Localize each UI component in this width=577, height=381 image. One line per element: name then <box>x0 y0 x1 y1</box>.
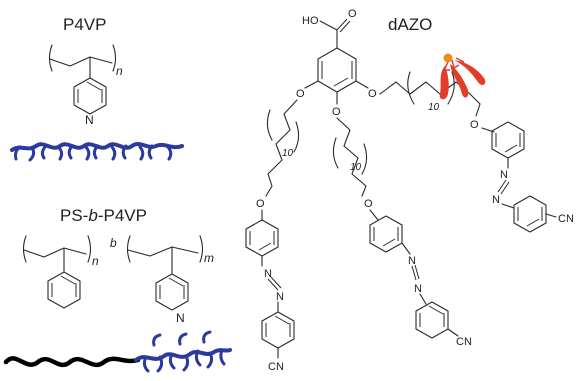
right-azo-n1: N <box>500 169 508 181</box>
carboxyl-o: O <box>348 8 357 20</box>
right-cyano: CN <box>558 213 574 225</box>
middle-phenyl-1 <box>369 215 403 253</box>
middle-alkyl-bracket-r <box>361 143 368 175</box>
right-phenyl-2 <box>513 195 547 233</box>
middle-cn-bond <box>447 328 459 337</box>
right-alkyl-bracket-r <box>447 71 455 105</box>
right-o2-bond <box>475 103 481 117</box>
p4vp-block-chain-pendants <box>142 330 226 373</box>
middle-alkyl-repeat: 10 <box>350 162 362 173</box>
middle-ether-o: O <box>332 106 341 118</box>
left-alkyl-repeat: 10 <box>282 148 294 159</box>
middle-azo-n2: N <box>414 283 422 295</box>
block-b-label: b <box>110 236 117 250</box>
middle-phenyl-2-double-bonds <box>419 305 445 327</box>
p4vp-nitrogen: N <box>85 113 94 127</box>
right-o-bond <box>355 80 369 89</box>
middle-cyano: CN <box>456 336 472 348</box>
left-o2-bond <box>265 185 273 197</box>
left-azo-n1: N <box>264 268 272 280</box>
p4vp-chain-pendants <box>14 144 173 162</box>
left-alkyl-chain <box>267 99 298 187</box>
p4vp-pyridine-ring <box>73 77 107 115</box>
left-phenoxy-o: O <box>256 198 265 210</box>
right-phenyl-1-double-bonds <box>495 133 521 153</box>
p4vp-label: P4VP <box>63 15 106 34</box>
cooh-double-bond <box>336 18 351 33</box>
right-phenyl-1 <box>491 121 525 159</box>
ps-b-p4vp-structure: PS-b-P4VP n b m N <box>3 206 232 373</box>
p4vp-left-bracket <box>48 44 53 72</box>
gallate-core-double-bonds <box>321 61 353 87</box>
cooh-single-bond <box>319 20 338 31</box>
ps-left-bracket <box>22 235 27 263</box>
middle-azo-n1: N <box>408 255 416 267</box>
middle-alkyl-chain <box>336 117 367 197</box>
p4vp-backbone <box>49 56 113 67</box>
left-alkyl-bracket-r <box>293 121 300 153</box>
p4vp-n-subscript: n <box>116 64 123 78</box>
p4vp-block-left-bracket <box>126 235 131 263</box>
dazo-structure: dAZO HO O O O O 10 O N N <box>245 8 574 373</box>
dazo-label: dAZO <box>388 15 432 34</box>
carboxyl-ho: HO <box>302 15 319 27</box>
ps-block-chain-cartoon <box>3 356 141 368</box>
dazo-icon-tail-1 <box>439 66 449 100</box>
right-azo-double-bond <box>497 179 510 195</box>
right-alkyl-repeat: 10 <box>428 102 440 113</box>
p4vp-block-nitrogen: N <box>176 311 185 325</box>
dazo-icon-linkers <box>442 57 465 71</box>
left-phenyl-2-double-bonds <box>265 315 291 337</box>
ps-benzene-ring <box>47 271 81 309</box>
middle-phenyl-1-double-bonds <box>373 227 399 247</box>
p4vp-block-backbone <box>127 246 199 257</box>
gallate-core-ring <box>317 47 357 93</box>
dazo-icon-tail-2 <box>450 64 469 98</box>
middle-to-azo-bond <box>401 242 411 255</box>
p4vp-ring-double-bonds <box>77 81 103 103</box>
right-ether-o: O <box>368 88 377 100</box>
p4vp-right-bracket <box>112 44 117 72</box>
middle-phenoxy-o: O <box>364 198 373 210</box>
left-cyano: CN <box>268 361 284 373</box>
p4vp-block-chain-cartoon <box>134 348 232 362</box>
middle-alkyl-bracket-l <box>332 137 339 169</box>
right-alkyl-bracket-l <box>407 71 415 105</box>
middle-phenyl-2 <box>415 301 449 339</box>
ps-b-p4vp-label: PS-b-P4VP <box>60 206 147 225</box>
right-phenoxy-o: O <box>470 119 479 131</box>
p4vp-block-m-subscript: m <box>204 251 214 265</box>
p4vp-block-ring-double-bonds <box>159 277 185 299</box>
ps-n-subscript: n <box>92 254 99 268</box>
left-o-bond <box>304 80 319 89</box>
left-ether-o: O <box>296 88 305 100</box>
ps-ring-double-bonds <box>51 275 77 297</box>
right-azo-ring-bond <box>501 203 515 209</box>
dazo-icon-head <box>443 53 453 63</box>
left-alkyl-bracket-l <box>266 109 273 141</box>
right-cn-bond <box>545 213 557 218</box>
dazo-cartoon-icon <box>439 53 486 100</box>
middle-o-ring-bond <box>369 209 379 221</box>
left-azo-double-bond <box>267 276 282 291</box>
ps-right-bracket <box>87 235 92 263</box>
left-phenyl-1-double-bonds <box>249 231 275 251</box>
p4vp-block-pyridine-ring <box>155 273 189 311</box>
middle-azo-ring-bond <box>419 293 427 305</box>
p4vp-block-right-bracket <box>199 235 204 263</box>
right-azo-n2: N <box>492 194 500 206</box>
left-azo-n2: N <box>276 291 284 303</box>
right-phenyl-2-double-bonds <box>517 207 543 227</box>
middle-azo-double-bond <box>411 264 420 281</box>
left-phenyl-1 <box>245 219 279 257</box>
dazo-icon-tail-3 <box>454 60 486 85</box>
p4vp-structure: P4VP n N <box>10 15 184 162</box>
ps-backbone <box>23 247 87 258</box>
